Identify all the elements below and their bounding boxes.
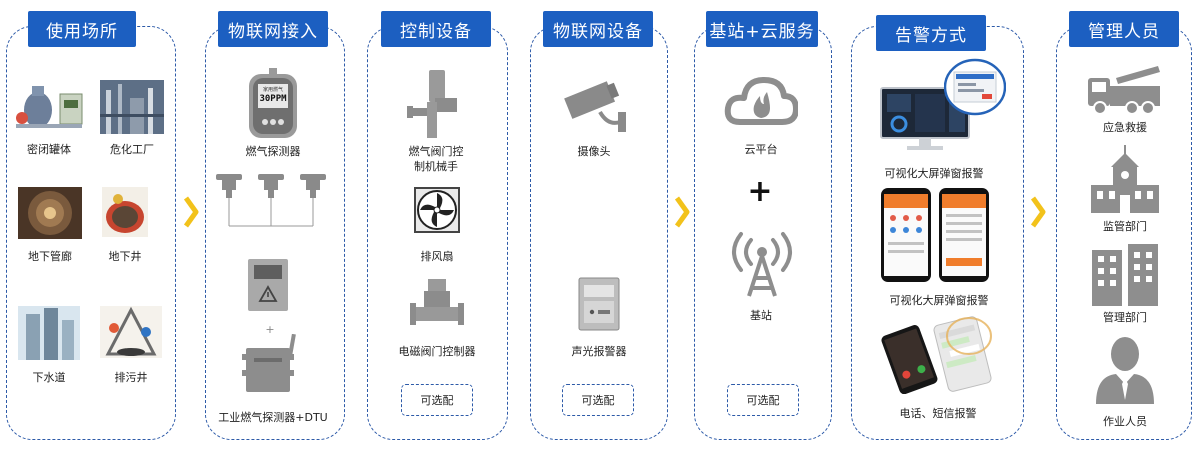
camera-label: 摄像头: [577, 145, 611, 158]
header-control-devices: 控制设备: [381, 11, 491, 47]
app-alarm-label: 可视化大屏弹窗报警: [889, 294, 989, 307]
gas-controller-box-icon: [246, 257, 290, 313]
venue-sewage-well-image: [100, 306, 162, 358]
header-station-cloud: 基站+云服务: [706, 11, 818, 47]
header-venues: 使用场所: [28, 11, 136, 47]
chevron-right-icon: [1030, 196, 1046, 228]
fire-truck-icon: [1086, 64, 1164, 116]
person-icon: [1092, 334, 1158, 404]
solenoid-valve-label: 电磁阀门控制器: [398, 345, 476, 358]
supervision-dept-label: 监管部门: [1103, 220, 1147, 233]
sound-light-alarm-label: 声光报警器: [571, 345, 627, 358]
industrial-detector-dtu-label: 工业燃气探测器+DTU: [218, 411, 328, 424]
optional-badge: 可选配: [727, 384, 799, 416]
plus-sign: +: [747, 174, 773, 209]
big-screen-alarm-label: 可视化大屏弹窗报警: [884, 167, 984, 180]
chevron-right-icon: [674, 196, 690, 228]
fan-icon: [414, 187, 460, 233]
header-management: 管理人员: [1069, 11, 1179, 47]
venue-label: 地下井: [108, 250, 142, 263]
cloud-fire-icon: [724, 72, 799, 128]
sensor-heads-wiring: [216, 174, 326, 227]
venue-label: 危化工厂: [110, 143, 154, 156]
valve-manipulator-label: 燃气阀门控制机械手: [388, 144, 484, 174]
alert-popup-bubble: [943, 58, 1007, 116]
worker-label: 作业人员: [1103, 415, 1147, 428]
valve-icon: [408, 279, 466, 333]
valve-manipulator-text: 燃气阀门控制机械手: [408, 145, 464, 173]
detector-display-value: 30PPM: [259, 94, 287, 104]
emergency-rescue-label: 应急救援: [1103, 121, 1147, 134]
dtu-router-icon: [240, 333, 300, 394]
management-dept-label: 管理部门: [1103, 311, 1147, 324]
chevron-right-icon: [183, 196, 199, 228]
venue-sewer-image: [18, 306, 80, 360]
venue-underground-well-image: [102, 187, 148, 237]
header-iot-devices: 物联网设备: [543, 11, 653, 47]
mobile-app-phones-image: [879, 186, 991, 284]
gas-detector-icon: [243, 68, 303, 142]
phone-sms-image: [881, 314, 993, 395]
valve-manipulator-icon: [405, 68, 467, 144]
venue-sealed-tank-image: [12, 80, 86, 136]
gas-detector-label: 燃气探测器: [245, 145, 301, 158]
detector-brand-label: 家用燃气: [262, 87, 283, 93]
plus-sign: +: [265, 323, 275, 336]
header-iot-access: 物联网接入: [218, 11, 328, 47]
venue-utility-tunnel-image: [18, 187, 82, 239]
cloud-platform-label: 云平台: [744, 143, 778, 156]
venue-chemical-plant-image: [100, 80, 164, 134]
optional-badge: 可选配: [401, 384, 473, 416]
venue-label: 密闭罐体: [27, 143, 71, 156]
fan-label: 排风扇: [420, 250, 454, 263]
tower-icon: [727, 230, 797, 298]
venue-label: 下水道: [32, 371, 66, 384]
header-alarm-methods: 告警方式: [876, 15, 986, 51]
camera-icon: [560, 72, 630, 134]
phone-sms-alarm-label: 电话、短信报警: [899, 407, 977, 420]
office-building-icon: [1090, 244, 1160, 306]
venue-label: 排污井: [114, 371, 148, 384]
venue-label: 地下管廊: [28, 250, 72, 263]
sound-light-alarm-icon: [578, 277, 620, 331]
optional-badge: 可选配: [562, 384, 634, 416]
government-building-icon: [1089, 145, 1161, 215]
base-station-label: 基站: [750, 309, 772, 322]
